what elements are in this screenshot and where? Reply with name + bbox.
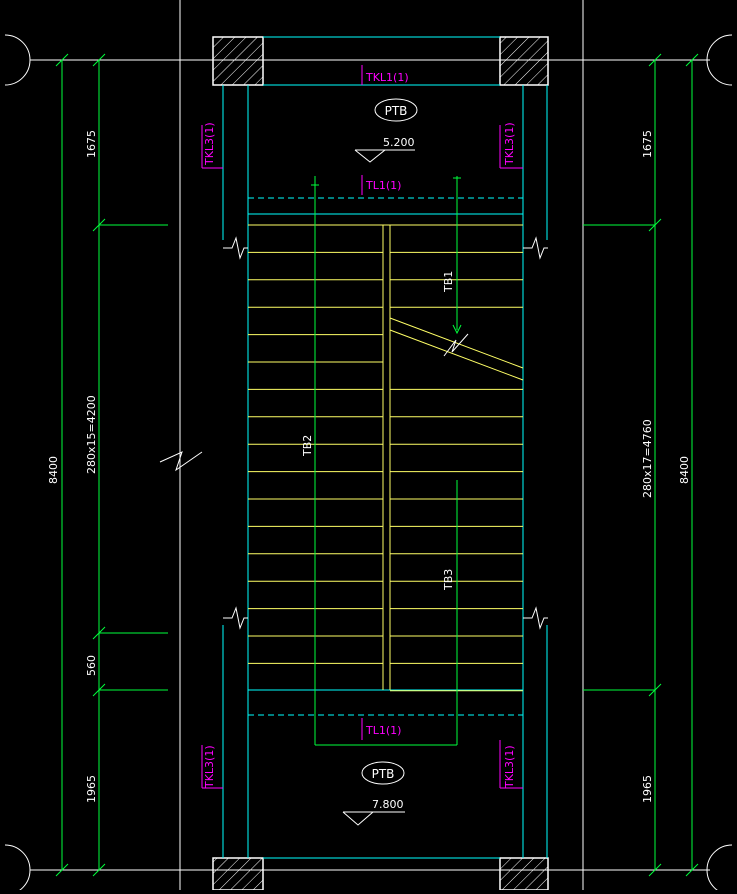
label-elevation-top: 5.200 [383, 136, 415, 149]
break-marks [223, 236, 548, 630]
label-tkl3-bottom-right: TKL3(1) [503, 745, 516, 789]
flight-outlines [311, 176, 462, 746]
column-top-right [499, 36, 549, 86]
axis-lines [4, 0, 733, 894]
label-tl1-bottom: TL1(1) [365, 724, 401, 737]
label-tb2: TB2 [301, 435, 314, 457]
columns [212, 36, 549, 891]
dim-right-top: 1675 [641, 130, 654, 158]
label-tb1: TB1 [442, 271, 455, 293]
stair-treads [248, 224, 523, 692]
dim-left-total: 8400 [47, 456, 60, 484]
dim-left-bottom: 1965 [85, 775, 98, 803]
dim-left-flight: 280x15=4200 [85, 395, 98, 474]
dim-right-bottom: 1965 [641, 775, 654, 803]
label-ptb-bottom: PTB [372, 767, 395, 781]
dimension-labels: 1675 280x15=4200 560 1965 8400 1675 280x… [47, 130, 691, 803]
dim-left-mid: 560 [85, 655, 98, 676]
column-bottom-left [212, 857, 264, 891]
dim-right-total: 8400 [678, 456, 691, 484]
dim-left-top: 1675 [85, 130, 98, 158]
stair-break-mark [443, 333, 469, 357]
drawing-labels: TKL1(1) PTB 5.200 TL1(1) TKL3(1) TKL3(1)… [203, 71, 516, 811]
label-elevation-bottom: 7.800 [372, 798, 404, 811]
dim-right-flight: 280x17=4760 [641, 419, 654, 498]
dimension-lines [55, 53, 699, 877]
label-tkl3-top-left: TKL3(1) [203, 122, 216, 166]
beam-tag-lines [201, 65, 523, 789]
column-bottom-right [499, 857, 549, 891]
column-top-left [212, 36, 264, 86]
label-tkl1-top: TKL1(1) [365, 71, 409, 84]
label-tb3: TB3 [442, 569, 455, 591]
stair-structure [382, 224, 524, 690]
walls-and-beams [222, 36, 548, 859]
ptb-symbols [342, 98, 418, 826]
label-tkl3-top-right: TKL3(1) [503, 122, 516, 166]
label-ptb-top: PTB [385, 104, 408, 118]
label-tkl3-bottom-left: TKL3(1) [203, 745, 216, 789]
label-tl1-top: TL1(1) [365, 179, 401, 192]
